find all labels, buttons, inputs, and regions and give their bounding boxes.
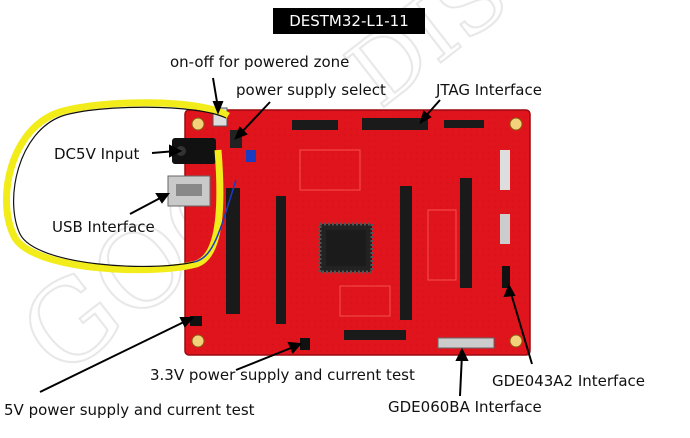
- jumper-5v: [190, 316, 202, 326]
- pcb-board: [167, 107, 531, 356]
- side-connector-2: [500, 214, 510, 244]
- label-on-off: on-off for powered zone: [170, 53, 350, 71]
- mcu-chip: [318, 222, 374, 274]
- label-gde060ba: GDE060BA Interface: [388, 398, 542, 416]
- label-jtag-interface: JTAG Interface: [436, 81, 542, 99]
- mounting-holes: [191, 117, 523, 348]
- pin-headers: [226, 118, 484, 340]
- jumper-33v: [300, 338, 310, 350]
- label-gde043a2: GDE043A2 Interface: [492, 372, 646, 390]
- side-connector: [500, 150, 510, 190]
- gde060-connector: [437, 337, 495, 349]
- label-dc5v-input: DC5V Input: [54, 145, 140, 163]
- label-power-supply-select: power supply select: [236, 81, 386, 99]
- capacitor: [246, 150, 256, 162]
- label-5v-power: 5V power supply and current test: [4, 401, 255, 419]
- gde043-connector: [502, 266, 510, 288]
- label-usb-interface: USB Interface: [52, 218, 155, 236]
- diagram-title: DESTM32-L1-11: [273, 8, 425, 34]
- label-3v3-power: 3.3V power supply and current test: [150, 366, 415, 384]
- usb-connector: [167, 175, 211, 207]
- annotation-arrows: [39, 77, 533, 397]
